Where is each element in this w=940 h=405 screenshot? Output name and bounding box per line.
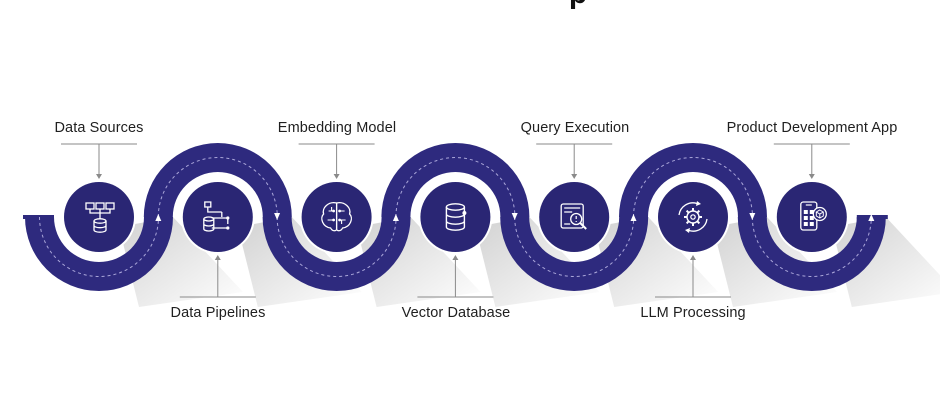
wave-segment — [262, 217, 411, 291]
connector-arrowhead — [452, 255, 459, 260]
step-node-embedding-model — [299, 180, 374, 254]
step-label-embedding-model: Embedding Model — [277, 120, 397, 136]
page-title-fragment: p — [569, 0, 587, 10]
step-nodes — [62, 180, 849, 254]
hierarchy-database-icon — [85, 202, 115, 233]
connector-arrowhead — [808, 174, 815, 179]
flow-arrowhead — [155, 214, 162, 221]
step-label-data-sources: Data Sources — [54, 120, 144, 136]
step-node-data-sources — [62, 180, 136, 254]
step-label-query-execution: Query Execution — [520, 120, 630, 136]
wave-segment — [381, 143, 530, 217]
step-label-llm-processing: LLM Processing — [640, 305, 746, 321]
node-circle — [539, 182, 610, 252]
flow-arrowhead — [630, 214, 637, 221]
wave-band — [23, 143, 888, 291]
dashed-guide — [395, 157, 516, 218]
step-label-product-development-app: Product Development App — [726, 120, 898, 136]
flow-arrowhead — [749, 213, 756, 220]
dashed-path — [39, 157, 875, 277]
wave-segment — [737, 217, 886, 291]
node-circle — [658, 182, 728, 252]
node-circle — [64, 182, 134, 252]
step-node-product-development-app — [774, 180, 849, 254]
wave-segment — [619, 143, 767, 217]
flow-arrowhead — [392, 214, 399, 221]
mobile-app-icon — [800, 201, 827, 231]
brain-circuit-icon — [321, 202, 352, 232]
flow-arrowhead — [511, 213, 518, 220]
connector-arrowhead — [571, 174, 578, 179]
flow-arrowhead — [274, 213, 281, 220]
connectors — [61, 143, 850, 298]
flow-arrowhead — [868, 214, 875, 221]
wave-start-cap — [23, 215, 54, 219]
database-pipeline-icon — [203, 201, 230, 232]
document-search-icon — [560, 203, 587, 230]
step-node-llm-processing — [656, 180, 730, 254]
step-label-vector-database: Vector Database — [401, 305, 511, 321]
gear-cycle-icon — [678, 201, 708, 233]
connector-arrowhead — [333, 174, 340, 179]
database-icon — [445, 203, 467, 231]
step-node-data-pipelines — [180, 180, 255, 254]
step-node-vector-database — [418, 180, 493, 254]
connector-arrowhead — [96, 174, 102, 179]
wave-segment — [25, 217, 173, 291]
step-node-query-execution — [537, 180, 612, 254]
connector-arrowhead — [690, 255, 696, 260]
node-circle — [182, 182, 253, 252]
step-label-data-pipelines: Data Pipelines — [170, 305, 266, 321]
wave-segment — [500, 217, 649, 291]
wave-segment — [143, 143, 292, 217]
connector-arrowhead — [214, 255, 221, 260]
